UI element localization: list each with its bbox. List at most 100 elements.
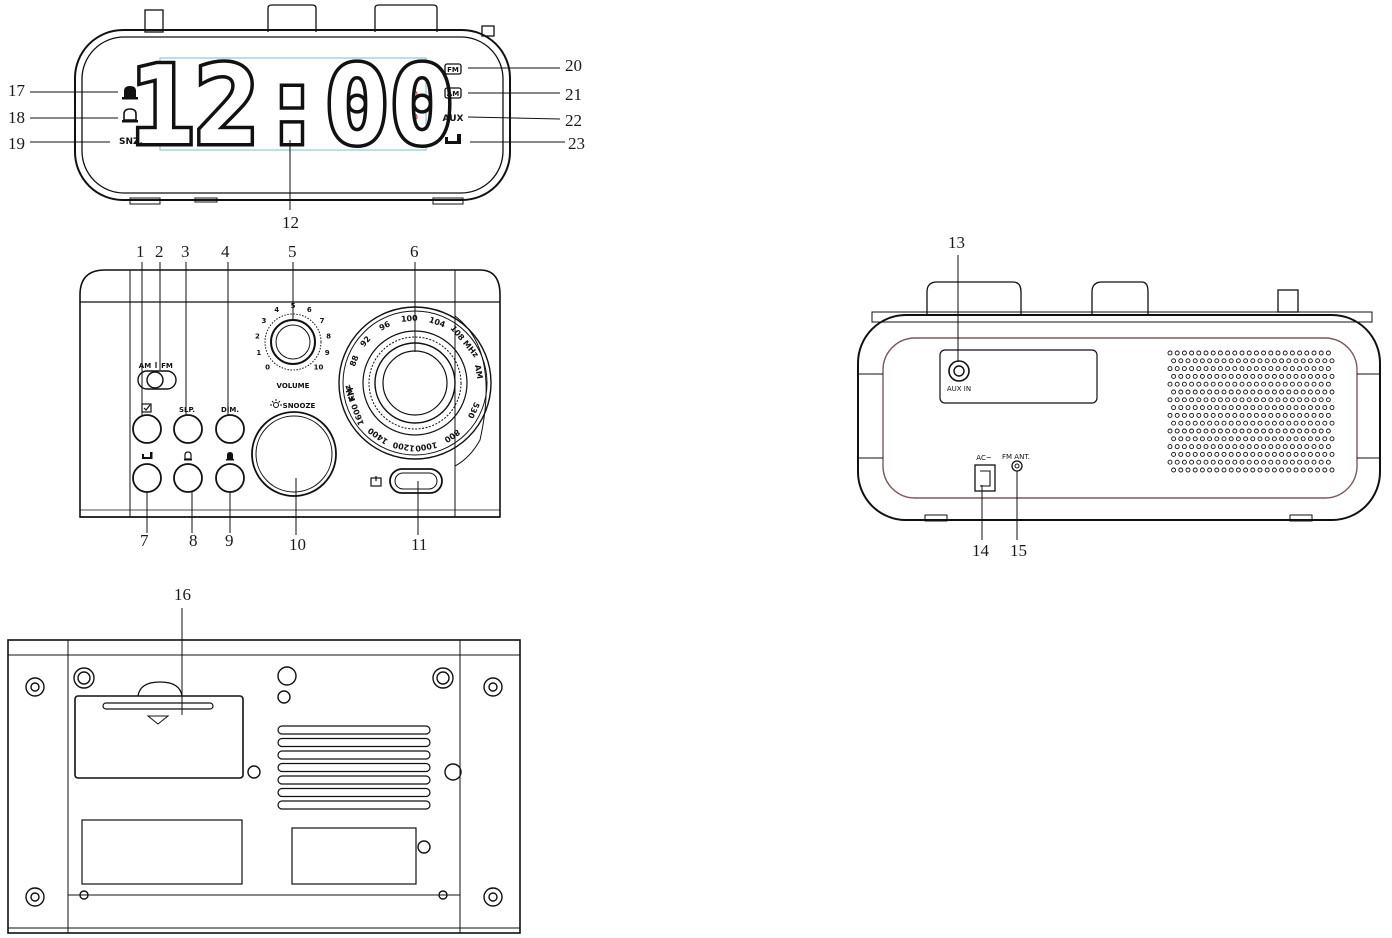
grille-hole	[1225, 350, 1231, 356]
grille-hole	[1261, 428, 1267, 434]
grille-hole	[1253, 428, 1259, 434]
grille-hole	[1225, 428, 1231, 434]
grille-hole	[1214, 436, 1220, 442]
alarm2-small-icon	[184, 451, 192, 461]
grille-hole	[1293, 451, 1299, 457]
grille-hole	[1203, 350, 1209, 356]
grille-hole	[1304, 350, 1310, 356]
grille-hole	[1210, 397, 1216, 403]
callout-11: 11	[411, 535, 427, 554]
grille-hole	[1261, 350, 1267, 356]
grille-hole	[1232, 381, 1238, 387]
grille-hole	[1171, 389, 1177, 395]
vent-slots	[277, 725, 431, 810]
grille-hole	[1178, 420, 1184, 426]
grille-hole	[1279, 467, 1285, 473]
callout-10: 10	[289, 535, 306, 554]
grille-hole	[1307, 373, 1313, 379]
grille-hole	[1250, 405, 1256, 411]
grille-hole	[1300, 373, 1306, 379]
band-am-label: AM	[139, 362, 151, 370]
dial-mark: 88	[348, 354, 360, 368]
grille-hole	[1271, 467, 1277, 473]
grille-hole	[1196, 366, 1202, 372]
feet	[25, 666, 503, 907]
callout-7: 7	[140, 531, 149, 550]
grille-hole	[1228, 358, 1234, 364]
grille-hole	[1315, 373, 1321, 379]
grille-hole	[1189, 381, 1195, 387]
grille-hole	[1185, 436, 1191, 442]
grille-hole	[1225, 459, 1231, 465]
grille-hole	[1185, 405, 1191, 411]
grille-hole	[1293, 373, 1299, 379]
grille-hole	[1307, 420, 1313, 426]
band-switch[interactable]	[137, 370, 177, 390]
rear-view: AUX IN AC~ FM ANT. 13 14 15	[857, 233, 1381, 560]
grille-hole	[1232, 428, 1238, 434]
grille-hole	[1322, 436, 1328, 442]
grille-hole	[1232, 459, 1238, 465]
battery-compartment[interactable]	[74, 695, 244, 779]
grille-hole	[1325, 444, 1331, 450]
grille-hole	[1250, 436, 1256, 442]
grille-hole	[1171, 451, 1177, 457]
preset-button[interactable]	[132, 414, 162, 444]
ac-inlet[interactable]	[974, 464, 996, 492]
grille-hole	[1289, 350, 1295, 356]
grille-hole	[1228, 389, 1234, 395]
fm-antenna-jack[interactable]	[1011, 460, 1023, 472]
grille-hole	[1210, 381, 1216, 387]
dimmer-button[interactable]	[215, 414, 245, 444]
grille-hole	[1286, 467, 1292, 473]
grille-hole	[1282, 412, 1288, 418]
grille-hole	[1311, 412, 1317, 418]
grille-hole	[1268, 428, 1274, 434]
alarm2-button[interactable]	[173, 463, 203, 493]
grille-hole	[1311, 428, 1317, 434]
grille-hole	[1221, 373, 1227, 379]
display-callout-lines	[30, 67, 565, 210]
grille-hole	[1199, 373, 1205, 379]
grille-hole	[1325, 459, 1331, 465]
grille-hole	[1192, 358, 1198, 364]
grille-hole	[1250, 389, 1256, 395]
tuning-knob[interactable]	[382, 350, 448, 416]
band-switch-knob[interactable]	[146, 371, 164, 389]
grille-hole	[1199, 420, 1205, 426]
grille-hole	[1171, 420, 1177, 426]
grille-hole	[1297, 444, 1303, 450]
grille-hole	[1203, 428, 1209, 434]
callout-22: 22	[565, 111, 582, 130]
grille-hole	[1239, 444, 1245, 450]
grille-hole	[1228, 451, 1234, 457]
grille-hole	[1264, 405, 1270, 411]
snooze-indicator: SNZ.	[119, 137, 143, 147]
snooze-light-icon	[270, 399, 282, 408]
grille-hole	[1167, 350, 1173, 356]
grille-hole	[1275, 459, 1281, 465]
volume-knob[interactable]	[270, 319, 316, 365]
grille-hole	[1286, 358, 1292, 364]
grille-hole	[1282, 428, 1288, 434]
grille-hole	[1297, 412, 1303, 418]
grille-hole	[1174, 350, 1180, 356]
aux-in-jack[interactable]	[948, 360, 970, 382]
grille-hole	[1217, 366, 1223, 372]
snooze-button[interactable]	[251, 411, 337, 497]
grille-hole	[1257, 389, 1263, 395]
grille-hole	[1171, 358, 1177, 364]
power-button[interactable]	[389, 468, 443, 494]
grille-hole	[1304, 412, 1310, 418]
grille-hole	[1271, 358, 1277, 364]
alarm1-button[interactable]	[215, 463, 245, 493]
callout-2: 2	[155, 242, 164, 261]
grille-hole	[1192, 420, 1198, 426]
sleep-button[interactable]	[173, 414, 203, 444]
grille-hole	[1185, 451, 1191, 457]
grille-hole	[1243, 451, 1249, 457]
grille-hole	[1300, 467, 1306, 473]
sleep-timer-button[interactable]	[132, 463, 162, 493]
grille-hole	[1167, 412, 1173, 418]
